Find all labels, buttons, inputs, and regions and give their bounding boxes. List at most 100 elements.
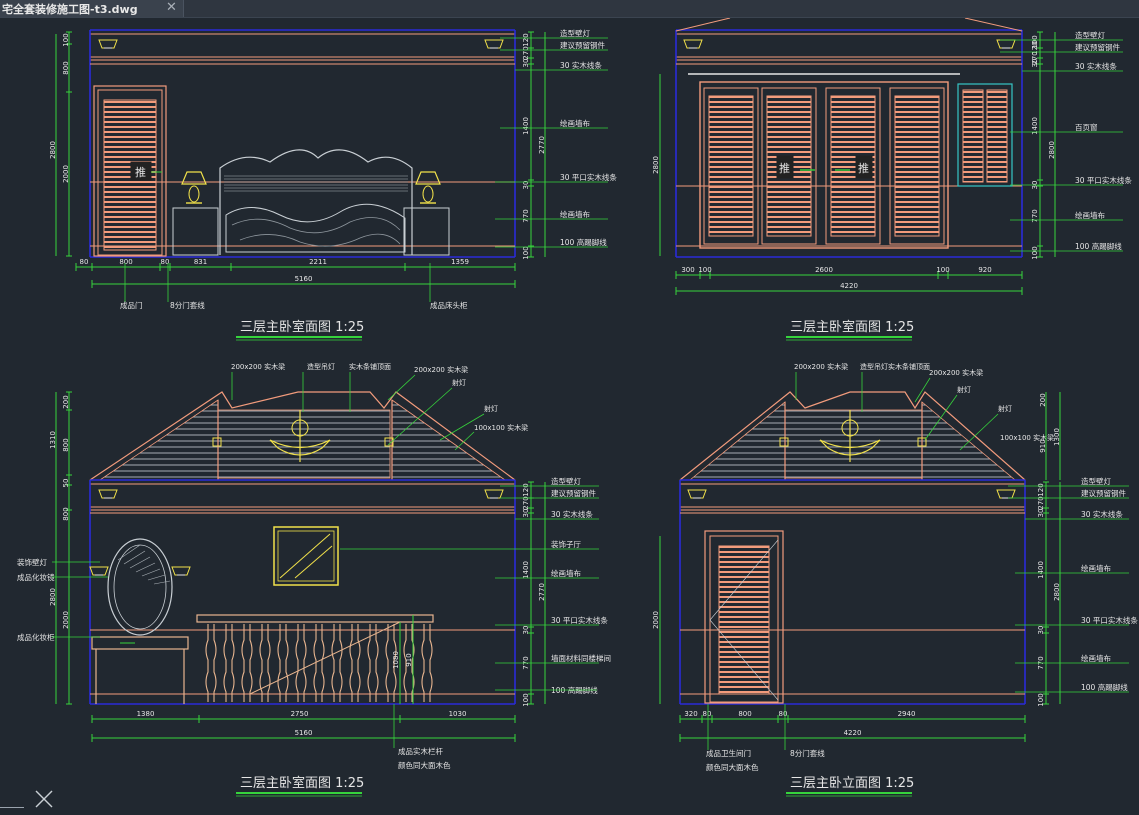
note-text: 造型壁灯: [1081, 476, 1111, 486]
dimension-text: 1300: [1053, 428, 1061, 446]
dresser-top: [91, 636, 189, 650]
wall-lamp-icon: [996, 489, 1016, 499]
bottom-note-text: 8分门套线: [170, 300, 205, 310]
dimension-text: 1030: [449, 710, 467, 718]
stair-string: [249, 621, 401, 695]
dimension-text: 120: [522, 483, 530, 496]
note-text: 100 高踢脚线: [560, 237, 607, 247]
dimension-text: 2800: [652, 156, 660, 174]
wall-lamp-icon: [484, 489, 504, 499]
dimension-text: 80: [161, 258, 170, 266]
note-text: 30 平口实木线条: [1081, 615, 1138, 625]
note-text: 墙面材料同楼梯间: [551, 653, 611, 663]
top-note-text: 200x200 实木梁: [414, 365, 468, 374]
bed-headboard: [219, 149, 413, 255]
dimension-text: 910: [405, 653, 413, 666]
wardrobe-frame: [699, 81, 949, 249]
note-text: 30 实木线条: [560, 60, 602, 70]
door-label: 推: [779, 161, 790, 175]
total-dimension-text: 4220: [844, 729, 862, 737]
baluster: [321, 624, 325, 702]
bed-fold: [231, 217, 401, 234]
baluster: [349, 624, 353, 702]
dimension-text: 1400: [1037, 561, 1045, 579]
dimension-text: 80: [703, 710, 712, 718]
wardrobe-door: [889, 87, 945, 245]
dimension-text: 2770: [538, 136, 546, 154]
drawing-tab[interactable]: 宅全套装修施工图-t3.dwg ✕: [0, 0, 184, 17]
top-note-text: 200x200 实木梁: [794, 362, 848, 371]
window-frame: [957, 83, 1013, 187]
wardrobe-louvre: [894, 95, 940, 237]
dimension-text: 80: [779, 710, 788, 718]
mirror-hatch: [129, 556, 151, 569]
nightstand-left: [172, 207, 219, 256]
bottom-note-text: 颜色同大面木色: [706, 762, 759, 772]
baluster: [429, 624, 433, 702]
note-text: 100 高踢脚线: [1081, 682, 1128, 692]
door-leaf: [709, 535, 779, 703]
dimension-text: 80: [80, 258, 89, 266]
note-text: 建议预留钢件: [560, 40, 605, 50]
note-text: 绘画墙布: [1081, 563, 1111, 573]
dimension-text: 800: [62, 438, 70, 451]
note-leader: [387, 387, 453, 446]
wall-lamp-icon: [89, 566, 109, 576]
baluster: [421, 624, 425, 702]
note-leader: [454, 431, 475, 451]
note-text: 30 平口实木线条: [551, 615, 608, 625]
bottom-note-text: 8分门套线: [790, 748, 825, 758]
bottom-note-text: 成品实木栏杆: [398, 746, 443, 756]
view-title: 三层主卧室面图 1:25: [790, 319, 914, 335]
note-text: 绘画墙布: [1075, 210, 1105, 220]
baluster: [277, 624, 281, 702]
bed-fold: [239, 233, 401, 247]
dimension-text: 1080: [392, 651, 400, 669]
dimension-text: 100: [1037, 693, 1045, 706]
artwork-inner: [277, 530, 335, 582]
dimension-text: 100: [1031, 246, 1039, 259]
dimension-text: 50: [62, 479, 70, 488]
note-text: 绘画墙布: [1081, 653, 1111, 663]
note-text: 100 高踢脚线: [1075, 241, 1122, 251]
dimension-text: 100: [62, 33, 70, 46]
window-louvre: [962, 89, 984, 183]
note-leader: [914, 377, 931, 403]
baluster: [385, 624, 389, 702]
bottom-note-text: 成品卫生间门: [706, 748, 751, 758]
dimension-text: 120: [1031, 41, 1039, 54]
close-icon[interactable]: ✕: [166, 0, 177, 15]
table-lamp-icon: [415, 171, 441, 185]
left-note-text: 成品化妆镜: [17, 572, 55, 582]
beam-slope: [675, 18, 731, 32]
dimension-text: 100: [936, 266, 949, 274]
door-louvre: [718, 545, 770, 695]
note-text: 装饰子厅: [551, 539, 581, 549]
dimension-text: 30: [1031, 59, 1039, 68]
wall-lamp-icon: [687, 489, 707, 499]
top-note-text: 射灯: [452, 378, 466, 387]
dimension-text: 2000: [62, 611, 70, 629]
ucs-axis-line: [0, 807, 24, 808]
mirror-hatch: [141, 568, 161, 577]
wardrobe-door: [703, 87, 759, 245]
note-text: 建议预留钢件: [1081, 488, 1126, 498]
chandelier-icon: [819, 439, 881, 456]
baluster: [231, 624, 235, 702]
table-lamp-base: [188, 185, 200, 203]
dimension-text: 2600: [815, 266, 833, 274]
total-dimension-text: 5160: [295, 275, 313, 283]
mirror-hatch: [123, 550, 146, 565]
ucs-x-icon[interactable]: [33, 788, 55, 810]
dimension-text: 120: [522, 33, 530, 46]
dimension-text: 2000: [62, 165, 70, 183]
left-note-text: 成品化妆柜: [17, 632, 55, 642]
dimension-text: 1400: [522, 561, 530, 579]
artwork-glint: [294, 545, 333, 579]
mirror-hatch: [135, 562, 156, 573]
note-text: 绘画墙布: [560, 118, 590, 128]
note-text: 绘画墙布: [551, 568, 581, 578]
note-leader: [387, 374, 416, 401]
